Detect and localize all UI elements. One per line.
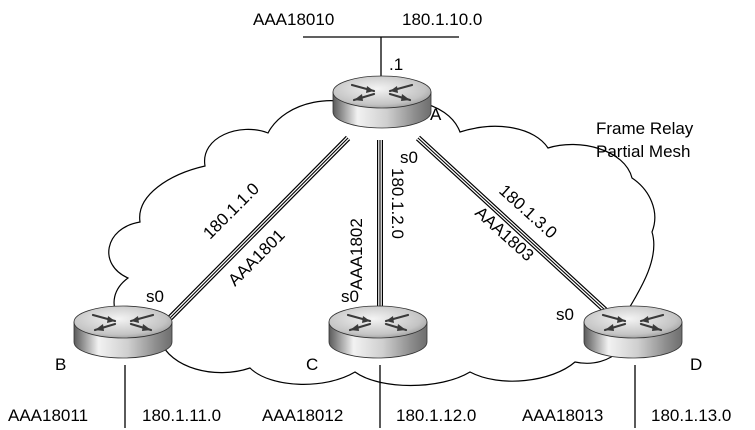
segment-b-name: AAA18011 (8, 406, 88, 425)
router-d-interface-label: s0 (556, 305, 574, 324)
segment-c-name: AAA18012 (262, 406, 343, 425)
router-a (331, 74, 433, 130)
segment-d-name: AAA18013 (522, 406, 603, 425)
segment-c-network: 180.1.12.0 (396, 406, 476, 425)
router-c (327, 304, 429, 360)
link-ac-dlci: AAA1802 (347, 218, 366, 290)
router-d (582, 304, 684, 360)
cloud-label-line2: Partial Mesh (596, 142, 690, 161)
router-a-interface-label: s0 (400, 148, 418, 167)
segment-d-network: 180.1.13.0 (651, 406, 731, 425)
router-a-host-address: .1 (389, 55, 403, 74)
router-d-label: D (690, 355, 702, 374)
link-a-d (415, 135, 608, 313)
top-segment-name: AAA18010 (253, 10, 334, 29)
link-ac-network: 180.1.2.0 (388, 168, 407, 239)
router-b (72, 304, 174, 360)
top-segment-network: 180.1.10.0 (402, 10, 482, 29)
router-a-label: A (430, 105, 442, 124)
router-c-label: C (306, 355, 318, 374)
router-c-interface-label: s0 (341, 287, 359, 306)
link-a-b (167, 135, 351, 321)
router-b-interface-label: s0 (146, 287, 164, 306)
router-b-label: B (55, 355, 66, 374)
cloud-label-line1: Frame Relay (596, 119, 694, 138)
segment-b-network: 180.1.11.0 (142, 406, 221, 425)
